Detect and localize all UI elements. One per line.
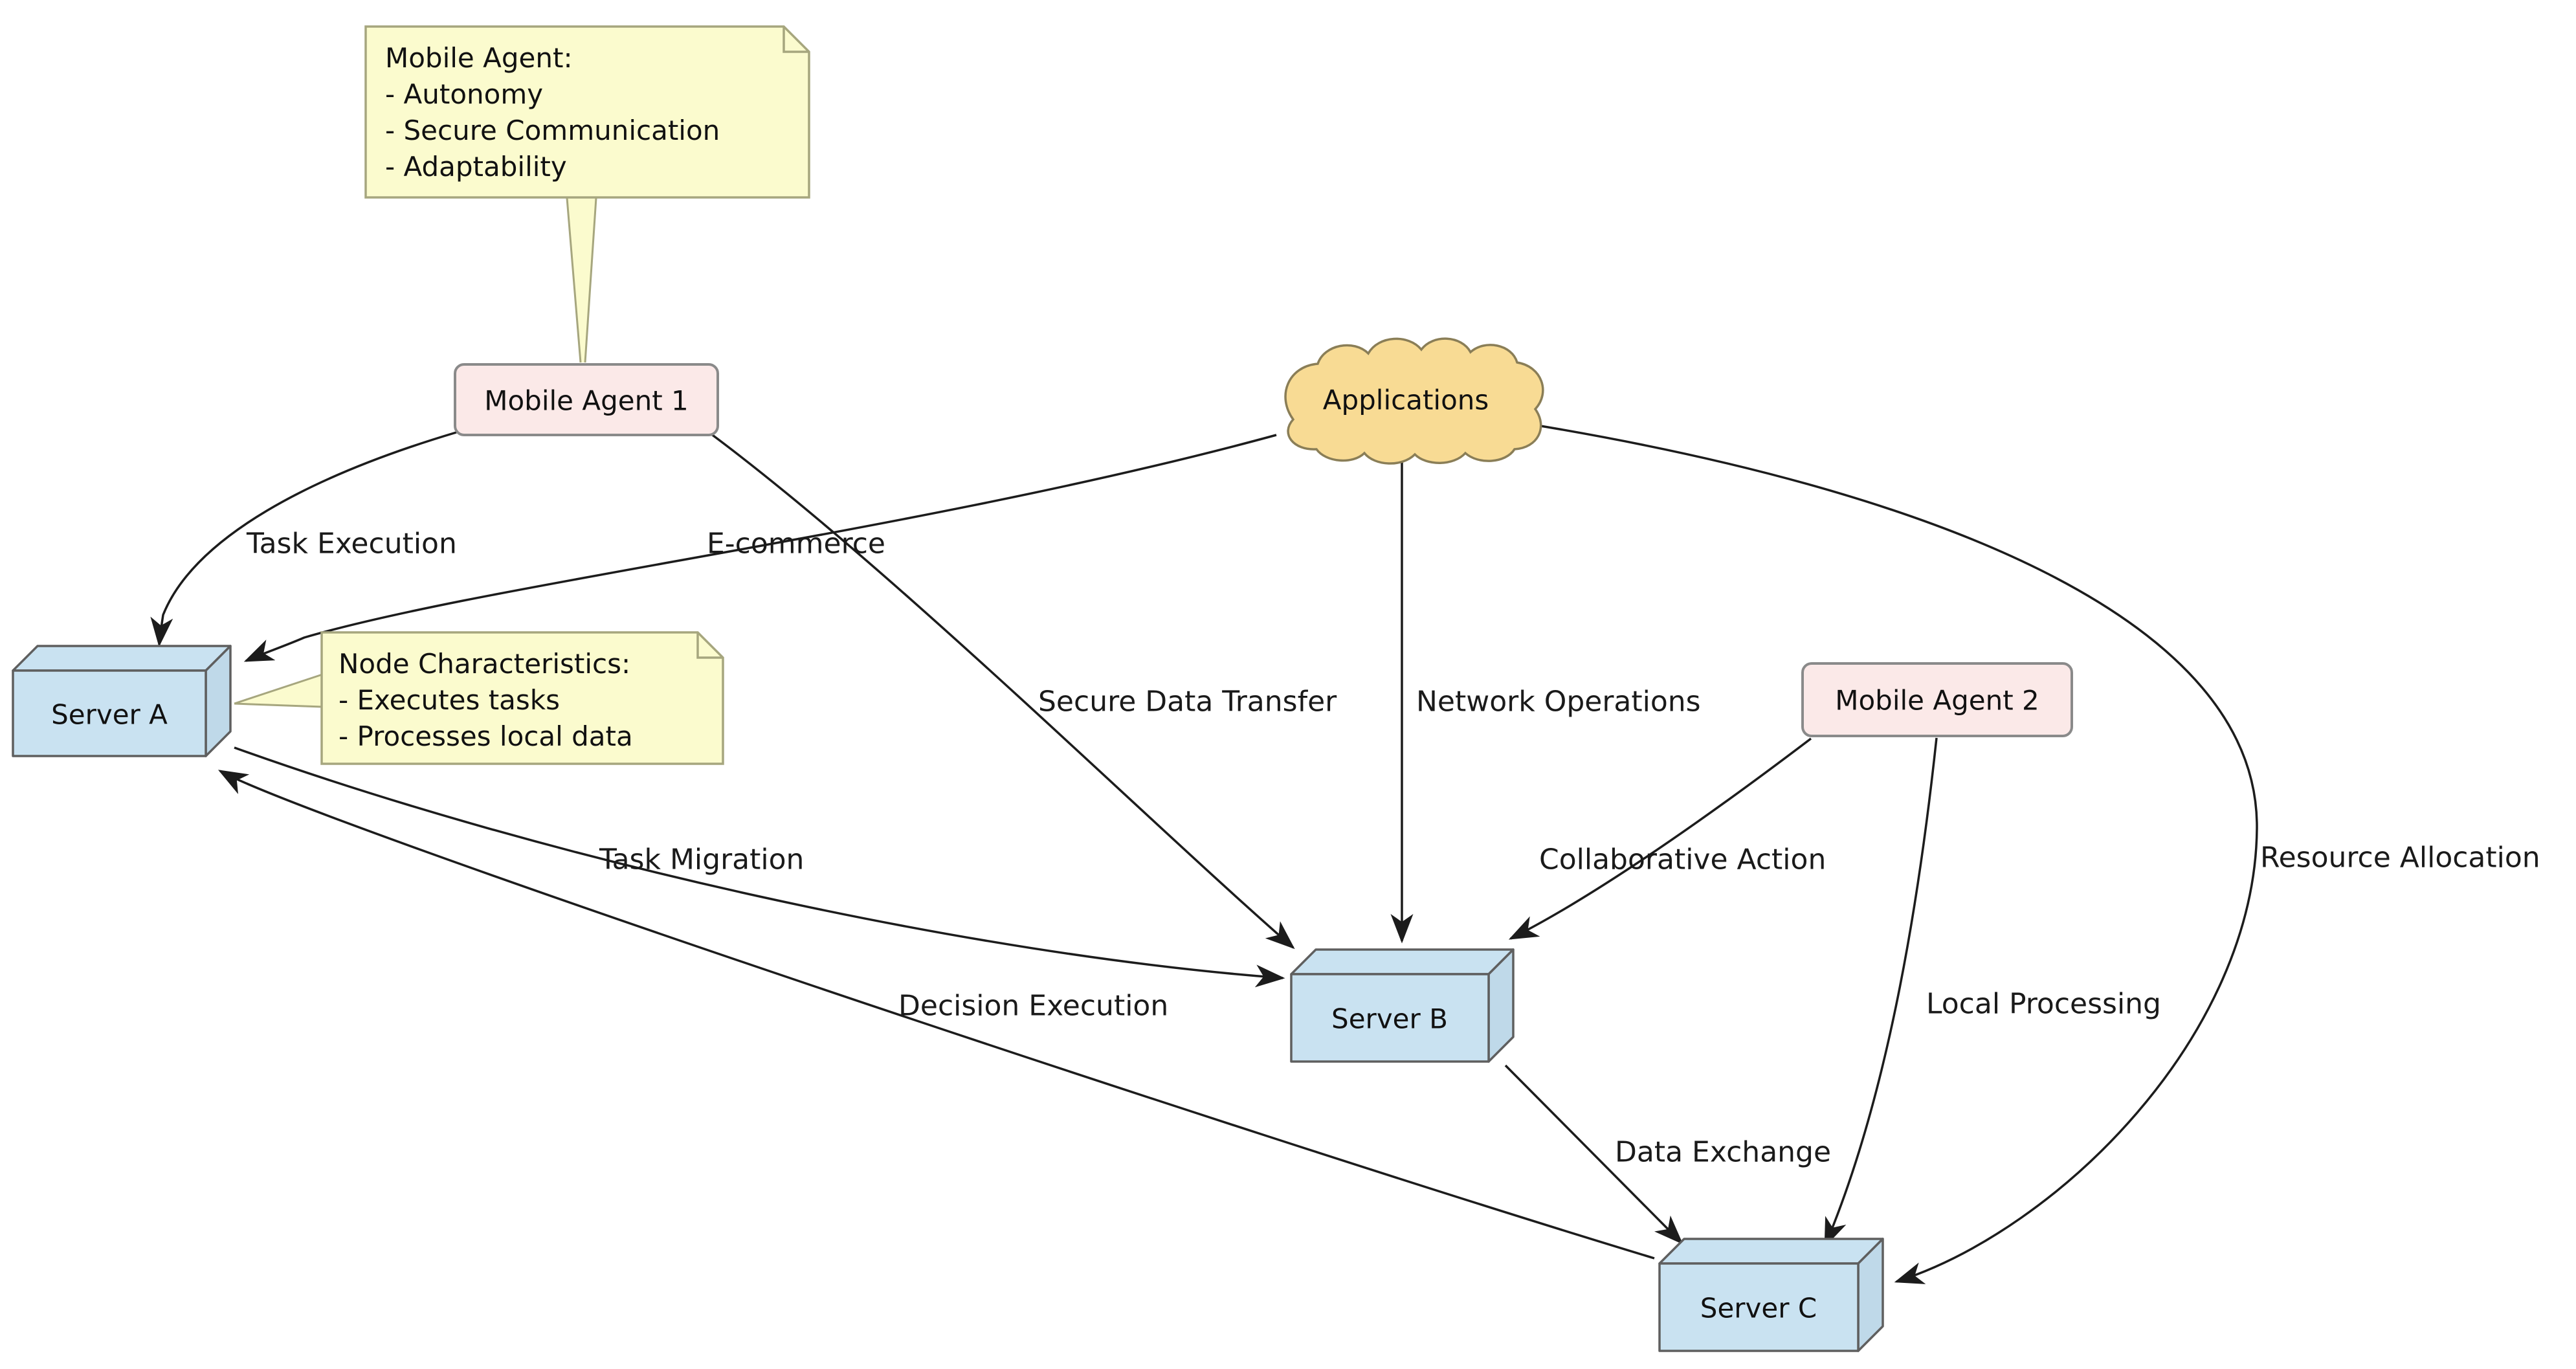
mobile-agent-1-label: Mobile Agent 1 — [484, 384, 689, 417]
edge-data-exchange — [1504, 1064, 1683, 1245]
edge-secure-data-transfer — [709, 432, 1295, 950]
note-line: - Autonomy — [385, 78, 544, 110]
note-mobile-agent — [364, 25, 810, 363]
edge-label-task-migration: Task Migration — [599, 843, 805, 876]
applications-cloud-label: Applications — [1322, 384, 1489, 416]
edge-e-commerce — [243, 434, 1277, 662]
note-mobile-agent-body — [364, 25, 810, 199]
edge-local-processing — [1824, 737, 1938, 1248]
note-mobile-agent-fold — [783, 27, 809, 53]
applications-cloud — [1284, 337, 1544, 465]
note-node-characteristics-body — [320, 631, 724, 765]
edge-label-secure-data-transfer: Secure Data Transfer — [1038, 685, 1337, 718]
edge-label-data-exchange: Data Exchange — [1615, 1135, 1832, 1169]
note-line: - Executes tasks — [339, 684, 560, 716]
edge-label-resource-allocation: Resource Allocation — [2260, 841, 2540, 874]
server-a-label: Server A — [51, 698, 168, 731]
mobile-agent-1-box — [454, 363, 719, 436]
server-c-node — [1658, 1238, 1884, 1352]
note-mobile-agent-text: Mobile Agent: - Autonomy - Secure Commun… — [385, 40, 720, 185]
server-b-label: Server B — [1331, 1003, 1448, 1035]
edge-label-task-execution: Task Execution — [247, 527, 457, 561]
edge-decision-execution — [217, 770, 1655, 1260]
note-mobile-agent-tail — [567, 198, 596, 362]
edge-label-local-processing: Local Processing — [1926, 987, 2161, 1021]
note-line: Mobile Agent: — [385, 42, 573, 74]
note-node-characteristics-fold — [696, 632, 723, 659]
note-line: - Secure Communication — [385, 115, 720, 146]
edge-label-network-operations: Network Operations — [1416, 685, 1701, 718]
note-line: - Processes local data — [339, 720, 633, 752]
edge-resource-allocation — [1528, 423, 2258, 1284]
edge-label-collaborative-action: Collaborative Action — [1539, 843, 1827, 876]
note-line: - Adaptability — [385, 151, 567, 183]
edge-label-e-commerce: E-commerce — [707, 527, 885, 561]
mobile-agent-2-box — [1801, 662, 2073, 737]
server-c-label: Server C — [1700, 1292, 1817, 1324]
server-b-node — [1290, 948, 1515, 1063]
edge-label-decision-execution: Decision Execution — [898, 989, 1169, 1023]
note-line: Node Characteristics: — [339, 648, 631, 680]
server-a-node — [12, 645, 232, 757]
mobile-agent-2-label: Mobile Agent 2 — [1835, 684, 2039, 717]
edge-task-execution — [150, 431, 457, 647]
note-node-characteristics — [234, 631, 724, 765]
edge-task-migration — [234, 746, 1285, 988]
note-node-characteristics-text: Node Characteristics: - Executes tasks -… — [339, 646, 633, 755]
edge-collaborative-action — [1508, 737, 1812, 940]
